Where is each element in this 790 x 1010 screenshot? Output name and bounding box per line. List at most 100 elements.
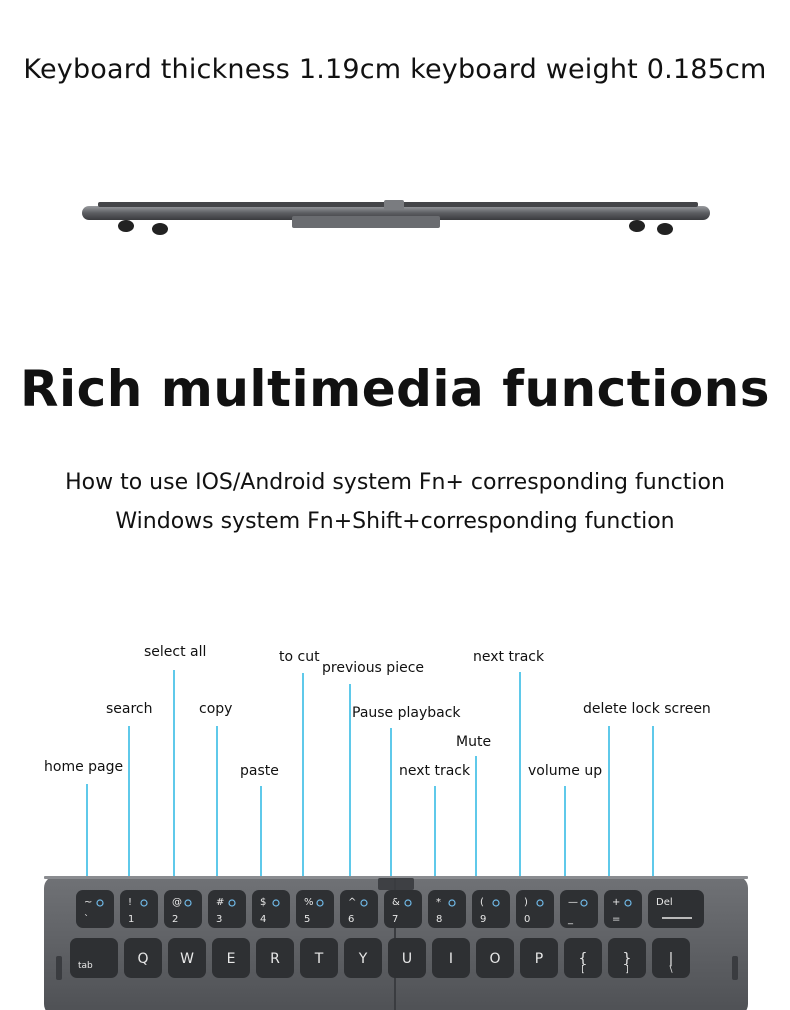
key-label: % xyxy=(304,897,314,908)
key-label: ^ xyxy=(348,897,356,908)
key-sublabel: ] xyxy=(625,965,629,975)
key[interactable]: ~` xyxy=(76,890,114,928)
key-sublabel: 5 xyxy=(304,914,310,925)
key[interactable]: Q xyxy=(124,938,162,978)
callout-line xyxy=(349,684,351,890)
key-sublabel: 6 xyxy=(348,914,354,925)
subtitle-windows: Windows system Fn+Shift+corresponding fu… xyxy=(115,509,675,534)
key[interactable]: @2 xyxy=(164,890,202,928)
callout-line xyxy=(434,786,436,890)
key-label: R xyxy=(270,951,280,967)
fn-icon xyxy=(404,899,412,907)
key[interactable]: ^6 xyxy=(340,890,378,928)
key-sublabel: 3 xyxy=(216,914,222,925)
keyboard-foot xyxy=(657,223,673,235)
key-sublabel: ` xyxy=(84,913,89,925)
keyboard-side-hinge xyxy=(292,216,440,228)
key[interactable]: )0 xyxy=(516,890,554,928)
keyboard-foot xyxy=(118,220,134,232)
callout-next-track: next track xyxy=(399,763,471,779)
key[interactable]: R xyxy=(256,938,294,978)
key[interactable]: (9 xyxy=(472,890,510,928)
keyboard-body xyxy=(44,876,748,1010)
key[interactable]: &7 xyxy=(384,890,422,928)
callout-line xyxy=(519,672,521,890)
callout-next-track-top: next track xyxy=(473,649,545,665)
key-sublabel: 8 xyxy=(436,914,442,925)
fn-icon xyxy=(360,899,368,907)
fn-icon xyxy=(316,899,324,907)
key-label: ( xyxy=(480,897,484,908)
headline: Keyboard thickness 1.19cm keyboard weigh… xyxy=(23,54,767,85)
key[interactable]: O xyxy=(476,938,514,978)
key-label: P xyxy=(535,951,543,967)
key[interactable]: I xyxy=(432,938,470,978)
key-sublabel: 0 xyxy=(524,914,530,925)
key[interactable]: W xyxy=(168,938,206,978)
callout-line xyxy=(216,726,218,890)
callout-copy: copy xyxy=(199,701,233,717)
fn-icon xyxy=(536,899,544,907)
key[interactable]: Y xyxy=(344,938,382,978)
keyboard-foot xyxy=(629,220,645,232)
fn-icon xyxy=(272,899,280,907)
key[interactable]: #3 xyxy=(208,890,246,928)
fn-icon xyxy=(96,899,104,907)
key-sublabel: 1 xyxy=(128,914,134,925)
callout-line xyxy=(260,786,262,890)
key-label: — xyxy=(568,897,578,908)
key-label: ) xyxy=(524,897,528,908)
key[interactable]: Del xyxy=(648,890,704,928)
key[interactable]: —_ xyxy=(560,890,598,928)
callout-line xyxy=(608,726,610,890)
key[interactable]: tab xyxy=(70,938,118,978)
key-label: + xyxy=(612,897,620,908)
subtitle-ios: How to use IOS/Android system Fn+ corres… xyxy=(65,470,725,495)
key-sublabel: [ xyxy=(581,965,585,975)
key[interactable]: P xyxy=(520,938,558,978)
keyboard-hinge xyxy=(378,878,414,890)
keyboard-foot xyxy=(152,223,168,235)
callout-mute: Mute xyxy=(456,734,492,750)
key[interactable]: += xyxy=(604,890,642,928)
key-label: I xyxy=(449,951,453,967)
callout-previous-piece: previous piece xyxy=(322,660,425,676)
callout-pause-playback: Pause playback xyxy=(352,705,461,721)
callout-line xyxy=(652,726,654,890)
key[interactable]: }] xyxy=(608,938,646,978)
keyboard-side-profile xyxy=(82,200,710,235)
key-label: U xyxy=(402,951,412,967)
key-label: ! xyxy=(128,897,132,908)
callout-paste: paste xyxy=(240,763,279,779)
key[interactable]: T xyxy=(300,938,338,978)
key[interactable]: *8 xyxy=(428,890,466,928)
fn-icon xyxy=(228,899,236,907)
key-sublabel: 2 xyxy=(172,914,178,925)
callout-line xyxy=(390,728,392,890)
key[interactable]: %5 xyxy=(296,890,334,928)
callout-select-all: select all xyxy=(144,644,207,660)
key[interactable]: $4 xyxy=(252,890,290,928)
key[interactable]: !1 xyxy=(120,890,158,928)
key-sublabel: 9 xyxy=(480,914,486,925)
key-sublabel: 4 xyxy=(260,914,266,925)
callout-home-page: home page xyxy=(44,759,124,775)
callout-line xyxy=(564,786,566,890)
key-label: Del xyxy=(656,897,673,908)
key-label: * xyxy=(436,897,441,908)
callout-line xyxy=(475,756,477,890)
callout-line xyxy=(302,673,304,890)
key-label: & xyxy=(392,897,400,908)
key-sublabel: \ xyxy=(669,965,673,975)
key[interactable]: E xyxy=(212,938,250,978)
key[interactable]: U xyxy=(388,938,426,978)
key-label: | xyxy=(669,951,674,967)
key-label: $ xyxy=(260,897,266,908)
key[interactable]: {[ xyxy=(564,938,602,978)
key[interactable]: |\ xyxy=(652,938,690,978)
key-sublabel: _ xyxy=(567,914,574,925)
fn-icon xyxy=(448,899,456,907)
fn-icon xyxy=(492,899,500,907)
key-label: O xyxy=(489,951,500,967)
key-label: T xyxy=(314,951,324,967)
